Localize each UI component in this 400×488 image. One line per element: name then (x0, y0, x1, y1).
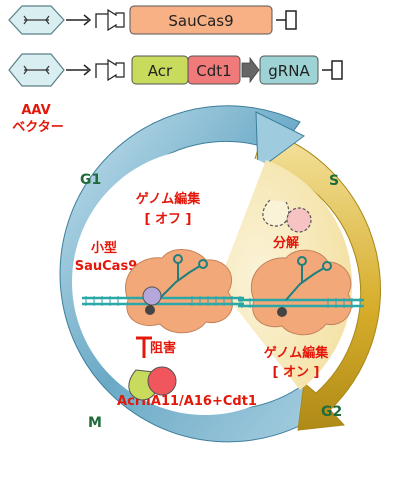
phase-g1-label: G1 (80, 172, 101, 188)
cdt1-molecule (147, 366, 177, 396)
editing-off-line1: ゲノム編集 (136, 191, 202, 207)
s-g2-arc (253, 129, 381, 431)
grna-right (285, 264, 325, 301)
grna-label: gRNA (268, 62, 310, 80)
vector-label-line1: AAV (21, 103, 50, 118)
phase-g2-label: G2 (321, 404, 342, 420)
editing-off-line2: [ オフ ] (145, 212, 192, 227)
acr-label: Acr (148, 62, 173, 80)
construct-row-1: SauCas9 (8, 5, 297, 35)
phase-m-label: M (88, 415, 102, 431)
cdt1-label: Cdt1 (196, 62, 231, 80)
terminator-icon-1 (276, 10, 297, 30)
degradation-label: 分解 (273, 235, 299, 251)
saucas9-label: SauCas9 (168, 12, 233, 30)
inhibitor-label: AcrIIA11/A16+Cdt1 (117, 394, 257, 409)
grna-left (159, 262, 201, 299)
cas9-protein-right (250, 249, 352, 336)
inhibitor-molecule (128, 366, 177, 401)
inhibition-symbol (136, 336, 152, 358)
editing-on-line2: [ オン ] (273, 365, 320, 380)
dna-strand-left (82, 296, 244, 306)
cdt1-box (187, 55, 241, 85)
inhibition-label: 阻害 (150, 340, 176, 356)
dna-strand-right (238, 298, 364, 308)
promoter-icon-2 (95, 63, 108, 78)
degraded-cdt1 (286, 207, 312, 233)
cas9-complex-left (82, 249, 244, 334)
vector-label-line2: ベクター (12, 120, 63, 135)
terminator-icon-2 (322, 60, 343, 80)
degraded-molecule (262, 199, 312, 233)
small-cas9-line1: 小型 (91, 240, 117, 256)
small-cas9-line2: SauCas9 (75, 259, 138, 274)
acr-bound-left (142, 286, 162, 306)
promoter-icon-1 (95, 13, 108, 28)
cell-cycle-ring (59, 105, 381, 443)
grna-box (259, 55, 319, 85)
construct-row-2: Acr Cdt1 gRNA (8, 53, 343, 87)
degraded-acr (262, 199, 290, 227)
saucas9-box (129, 5, 273, 35)
cycle-arrowhead (255, 111, 305, 171)
cas9-complex-right (238, 249, 364, 336)
promoter-arrow-icon (241, 56, 260, 84)
phase-s-label: S (329, 173, 339, 189)
editing-on-line1: ゲノム編集 (264, 345, 330, 361)
